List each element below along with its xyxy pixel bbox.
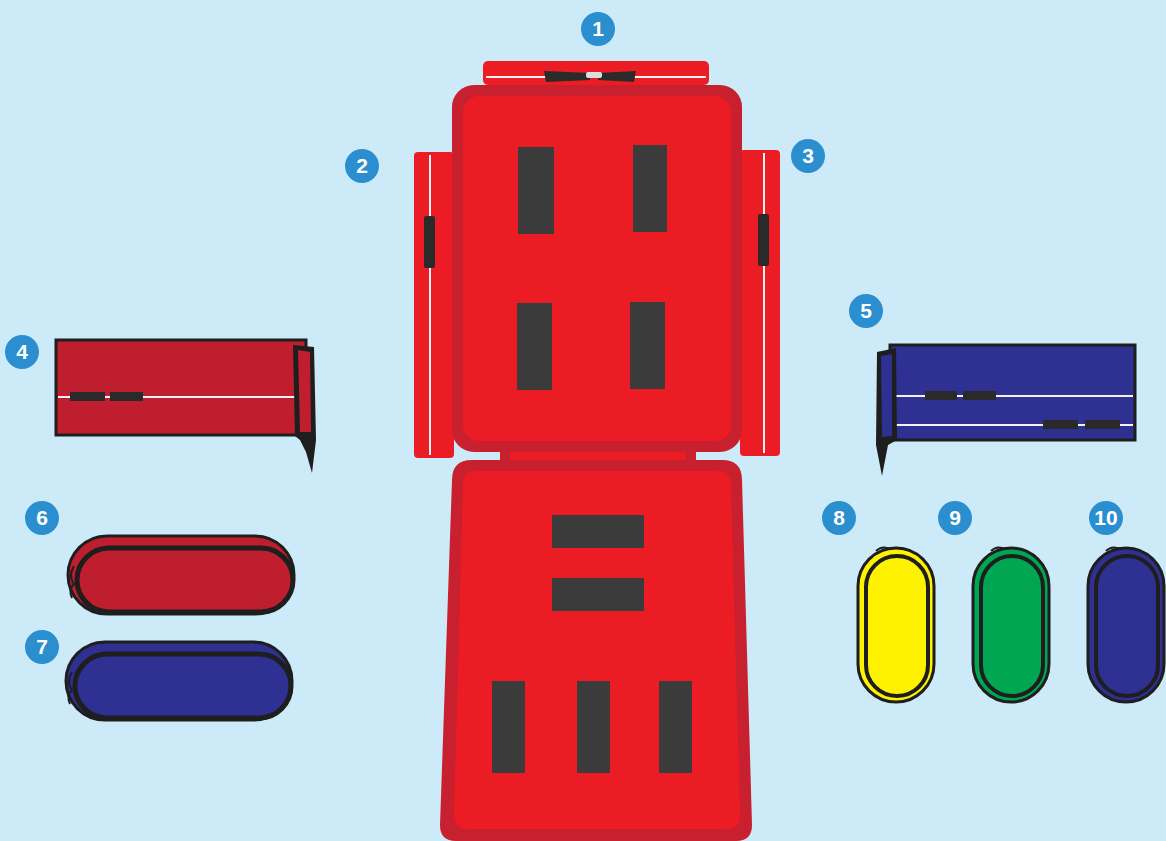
velcro-patch — [518, 147, 554, 234]
velcro-patch — [517, 303, 552, 390]
zipper-pull — [963, 391, 996, 400]
main-panel — [452, 85, 742, 452]
zipper-pull — [758, 214, 769, 266]
velcro-patch — [630, 302, 665, 389]
zipper-pull — [598, 71, 636, 82]
lid-panel — [440, 460, 752, 841]
callout-number: 1 — [581, 12, 615, 46]
red-pouch — [56, 340, 306, 435]
blue-small-case-lid — [1096, 556, 1158, 696]
zipper-pull — [1085, 420, 1120, 429]
side-pocket — [414, 152, 454, 458]
zipper-pull — [925, 391, 957, 400]
zipper-tag — [1106, 547, 1120, 551]
zipper-pull — [424, 216, 435, 268]
callout-number: 7 — [25, 630, 59, 664]
pouch-strap-face — [881, 354, 892, 437]
callout-number: 4 — [5, 335, 39, 369]
main-panel-face — [463, 96, 731, 441]
green-case-lid — [981, 556, 1043, 696]
velcro-patch — [492, 681, 525, 773]
pouch-strap — [876, 348, 897, 476]
zipper-tag — [68, 672, 72, 704]
zipper-pull — [544, 71, 590, 82]
zipper-slider — [586, 72, 602, 78]
zipper-tag — [876, 547, 890, 551]
callout-number: 6 — [25, 501, 59, 535]
velcro-patch — [552, 578, 644, 611]
zipper-tag — [70, 566, 74, 598]
green-case — [973, 548, 1049, 702]
blue-case — [66, 642, 292, 720]
zipper-line — [429, 155, 431, 455]
zipper-tag — [991, 547, 1005, 551]
lid-panel-face — [454, 471, 740, 829]
red-case — [68, 536, 294, 614]
pouch-strap — [293, 345, 316, 473]
callout-number: 2 — [345, 149, 379, 183]
pouch-strap-face — [298, 350, 311, 432]
blue-pouch — [890, 345, 1135, 440]
zipper-pull — [70, 392, 105, 401]
zipper-pull — [1043, 420, 1078, 429]
blue-small-case — [1088, 548, 1164, 702]
velcro-patch — [659, 681, 692, 773]
top-pocket — [483, 61, 709, 85]
callout-number: 10 — [1089, 501, 1123, 535]
yellow-case-lid — [866, 556, 928, 696]
side-pocket — [740, 150, 780, 456]
callout-number: 3 — [791, 139, 825, 173]
zipper-pull — [110, 392, 143, 401]
red-case-lid — [77, 548, 293, 612]
velcro-patch — [577, 681, 610, 773]
callout-number: 9 — [938, 501, 972, 535]
velcro-patch — [633, 145, 667, 232]
callout-number: 5 — [849, 294, 883, 328]
blue-case-lid — [75, 654, 291, 718]
hinge-face — [510, 452, 686, 461]
velcro-patch — [552, 515, 644, 548]
callout-number: 8 — [822, 501, 856, 535]
yellow-case — [858, 548, 934, 702]
zipper-line — [763, 153, 765, 453]
